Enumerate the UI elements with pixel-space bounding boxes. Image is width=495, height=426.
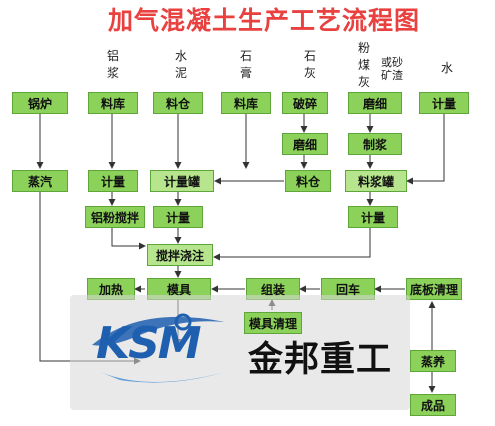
column-label-aluminum: 铝 浆 (106, 49, 119, 80)
box-slurry-tank: 料浆罐 (345, 170, 407, 192)
box-store-gypsum: 料库 (221, 92, 271, 114)
box-make-slurry: 制浆 (348, 133, 402, 155)
box-meter-aluminum: 计量 (88, 170, 138, 192)
column-label-gypsum: 石 膏 (239, 49, 252, 80)
diagram-title: 加气混凝土生产工艺流程图 (108, 6, 421, 35)
box-autoclave: 蒸养 (410, 350, 456, 372)
box-silo-lime: 料仓 (285, 170, 331, 192)
box-mold-clean: 模具清理 (244, 312, 302, 334)
box-meter-cement: 计量 (153, 206, 203, 228)
box-bottom-plate-clean: 底板清理 (406, 278, 462, 300)
column-label-flyash: 粉 煤 灰 (357, 41, 370, 89)
box-silo-cement: 料仓 (153, 92, 203, 114)
ksm-logo: KSM (96, 318, 202, 369)
box-meter-slurry: 计量 (348, 206, 398, 228)
box-crush: 破碎 (282, 92, 328, 114)
column-label-sand-slag: 或砂 矿渣 (381, 56, 403, 82)
box-store-aluminum: 料库 (88, 92, 138, 114)
box-meter-tank: 计量罐 (150, 170, 214, 192)
box-water-meter: 计量 (419, 92, 469, 114)
column-label-lime: 石 灰 (303, 49, 316, 80)
box-assemble: 组装 (246, 278, 300, 300)
column-label-cement: 水 泥 (174, 49, 187, 80)
box-steam: 蒸汽 (12, 170, 68, 192)
box-boiler: 锅炉 (12, 92, 68, 114)
box-grind-flyash: 磨细 (348, 92, 402, 114)
column-label-water: 水 (440, 61, 453, 75)
box-aluminum-mixer: 铝粉搅拌 (85, 206, 145, 228)
box-heat: 加热 (87, 278, 135, 300)
company-name-logo: 金邦重工 (248, 340, 393, 380)
box-mix-pour: 搅拌浇注 (147, 244, 213, 266)
box-grind-lime: 磨细 (282, 133, 328, 155)
watermark-overlay (70, 295, 410, 410)
box-product: 成品 (410, 394, 456, 416)
